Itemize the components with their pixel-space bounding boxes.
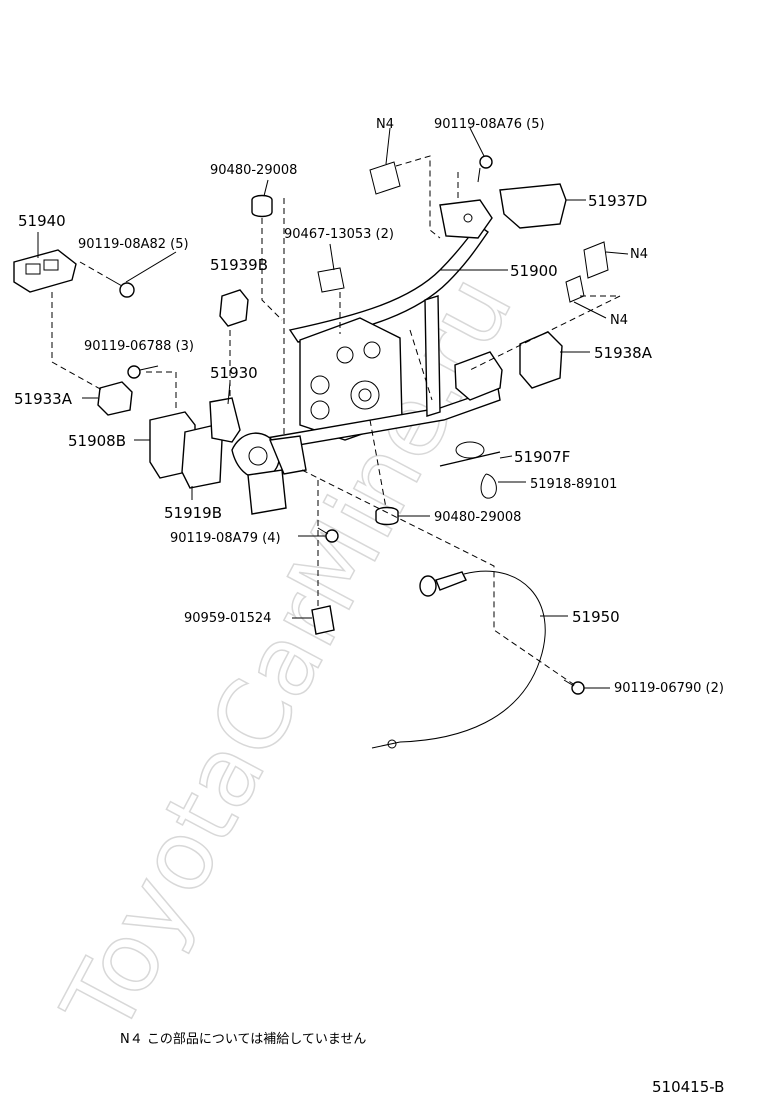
label-bushing-top: 90480-29008 bbox=[210, 163, 297, 178]
cover-51938a bbox=[519, 331, 563, 389]
bolt-icons bbox=[107, 155, 585, 695]
label-bolt-left: 90119-08A82 (5) bbox=[78, 237, 189, 252]
label-51900: 51900 bbox=[510, 262, 558, 280]
label-51940: 51940 bbox=[18, 212, 66, 230]
clip-90467 bbox=[317, 267, 345, 293]
pad-n4-right-low bbox=[565, 275, 585, 303]
label-51937d: 51937D bbox=[588, 192, 647, 210]
label-51950: 51950 bbox=[572, 608, 620, 626]
label-51907f: 51907F bbox=[514, 448, 570, 466]
leader-lines bbox=[37, 127, 629, 689]
pad-n4-right bbox=[583, 241, 609, 279]
label-bolt-06790: 90119-06790 (2) bbox=[614, 681, 724, 696]
label-bolt-08a79: 90119-08A79 (4) bbox=[170, 531, 281, 546]
label-clip: 90467-13053 (2) bbox=[284, 227, 394, 242]
bushing-mid bbox=[375, 506, 399, 526]
label-51939b: 51939B bbox=[210, 256, 268, 274]
diagram-code: 510415-B bbox=[652, 1078, 725, 1096]
label-bolt-top: 90119-08A76 (5) bbox=[434, 117, 545, 132]
label-51938a: 51938A bbox=[594, 344, 653, 362]
label-51933a: 51933A bbox=[14, 390, 73, 408]
label-n4-right: N4 bbox=[630, 247, 648, 262]
guide-lines bbox=[51, 155, 621, 687]
stopper-51939b bbox=[219, 289, 249, 327]
label-51919b: 51919B bbox=[164, 504, 222, 522]
label-51908b: 51908B bbox=[68, 432, 126, 450]
label-51918: 51918-89101 bbox=[530, 477, 617, 492]
pin-51907f bbox=[439, 441, 501, 499]
carrier-frame-51900 bbox=[254, 199, 503, 453]
label-bushing-mid: 90480-29008 bbox=[434, 510, 521, 525]
label-bolt-06788: 90119-06788 (3) bbox=[84, 339, 194, 354]
cushion-51933a bbox=[97, 381, 133, 416]
bushing-top bbox=[251, 194, 273, 218]
cable-51950 bbox=[371, 570, 546, 749]
label-n4-right-low: N4 bbox=[610, 313, 628, 328]
cover-51937d bbox=[499, 183, 567, 229]
footnote: N４ この部品については補給していません bbox=[120, 1032, 367, 1047]
pad-n4-top bbox=[369, 161, 401, 195]
part-labels: N4 90119-08A76 (5) 51937D N4 51900 N4 51… bbox=[14, 117, 724, 696]
label-clamp: 90959-01524 bbox=[184, 611, 271, 626]
clamp-90959 bbox=[311, 605, 335, 635]
label-n4-top: N4 bbox=[376, 117, 394, 132]
bracket-51940 bbox=[13, 249, 77, 293]
bracket-assembly-left bbox=[149, 397, 307, 515]
label-51930: 51930 bbox=[210, 364, 258, 382]
